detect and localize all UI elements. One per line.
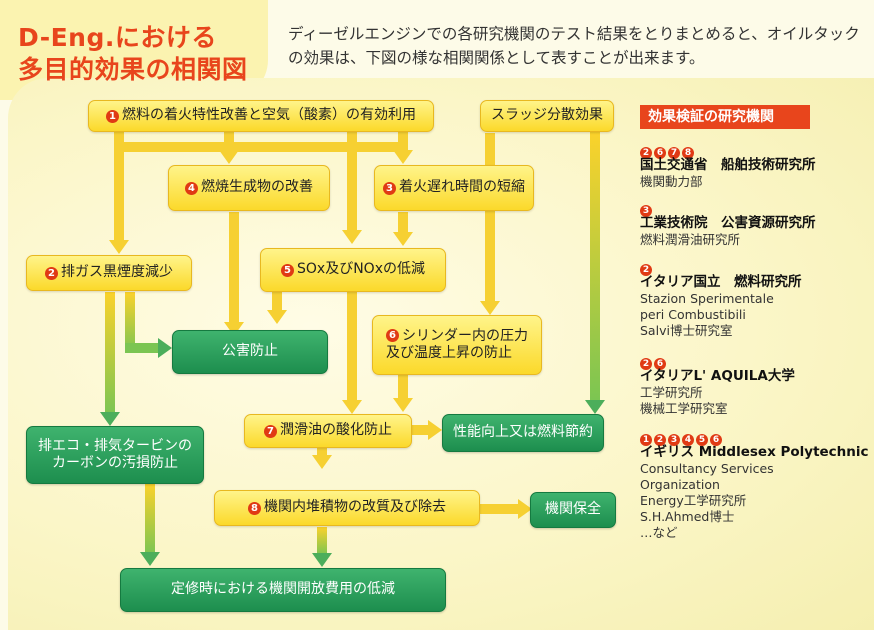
node-ignition-delay-label: 着火遅れ時間の短縮	[399, 179, 525, 196]
legend-badge: 6	[654, 357, 666, 370]
legend-title: 効果検証の研究機関	[640, 105, 810, 129]
node-turbine-carbon-label-2: カーボンの汚損防止	[52, 455, 178, 471]
intro-line-1: ディーゼルエンジンでの各研究機関のテスト結果をとりまとめると、オイルタック	[288, 25, 860, 43]
legend-institution: 国土交通省 船舶技術研究所	[640, 157, 816, 173]
node-overhaul-cost: 定修時における機関開放費用の低減	[120, 568, 446, 612]
legend-badge: 3	[668, 433, 680, 446]
legend-badge: 6	[710, 433, 722, 446]
badge-8: 8	[248, 501, 261, 515]
badge-2: 2	[45, 266, 58, 280]
legend-badge: 5	[696, 433, 708, 446]
badge-6: 6	[386, 329, 399, 342]
node-ignition-delay: 3 着火遅れ時間の短縮	[374, 165, 534, 211]
legend-detail: peri Combustibili	[640, 307, 746, 322]
node-deposit-removal-label: 機関内堆積物の改質及び除去	[264, 499, 446, 516]
legend-detail: Salvi博士研究室	[640, 323, 733, 338]
intro-line-2: の効果は、下図の様な相関関係として表すことが出来ます。	[288, 49, 705, 67]
legend-detail: 工学研究所	[640, 385, 703, 400]
node-lube-oxidation-label: 潤滑油の酸化防止	[280, 422, 392, 439]
node-fuel-ignition-label: 燃料の着火特性改善と空気（酸素）の有効利用	[122, 107, 416, 124]
legend-badge: 7	[668, 146, 680, 159]
legend-badge: 2	[654, 433, 666, 446]
node-lube-oxidation: 7 潤滑油の酸化防止	[244, 414, 412, 448]
node-performance-label: 性能向上又は燃料節約	[453, 424, 593, 441]
node-deposit-removal: 8 機関内堆積物の改質及び除去	[214, 490, 480, 526]
node-pollution-prevention: 公害防止	[172, 330, 328, 374]
legend-detail: Stazion Sperimentale	[640, 291, 774, 306]
node-sludge-dispersion-label: スラッジ分散効果	[491, 107, 603, 124]
legend-detail: Consultancy Services	[640, 461, 774, 476]
legend-badge: 2	[640, 357, 652, 370]
legend-entry: 3 工業技術院 公害資源研究所 燃料潤滑油研究所	[640, 200, 870, 248]
node-performance: 性能向上又は燃料節約	[442, 414, 604, 452]
legend-detail: 燃料潤滑油研究所	[640, 232, 741, 247]
legend-detail: 機械工学研究室	[640, 401, 728, 416]
title-line-1: D-Eng.における	[18, 23, 217, 52]
node-cylinder-pressure-label-1: シリンダー内の圧力	[402, 327, 528, 344]
legend-badge: 2	[640, 146, 652, 159]
badge-3: 3	[383, 181, 396, 195]
badge-1: 1	[106, 109, 119, 123]
legend-badge: 3	[640, 204, 652, 217]
legend-badge: 6	[654, 146, 666, 159]
node-combustion-products-label: 燃焼生成物の改善	[201, 179, 313, 196]
node-pollution-prevention-label: 公害防止	[222, 343, 278, 360]
node-smoke-reduction: 2 排ガス黒煙度減少	[26, 255, 192, 291]
badge-7: 7	[264, 424, 277, 438]
node-engine-maintenance-label: 機関保全	[545, 501, 601, 518]
title-line-2: 多目的効果の相関図	[18, 55, 248, 84]
legend-institution: イギリス Middlesex Polytechnic	[640, 444, 869, 460]
node-cylinder-pressure-label-2: 及び温度上昇の防止	[386, 345, 512, 361]
legend-entry: 2 イタリア国立 燃料研究所 Stazion Sperimentale peri…	[640, 259, 870, 339]
legend-detail: Organization	[640, 477, 720, 492]
badge-4: 4	[185, 181, 198, 195]
node-sox-nox-reduction-label: SOx及びNOxの低減	[297, 261, 425, 278]
legend-badge: 1	[640, 433, 652, 446]
node-turbine-carbon: 排エコ・排気タービンの カーボンの汚損防止	[26, 426, 204, 484]
legend-detail: S.H.Ahmed博士	[640, 509, 735, 524]
legend-detail: 機関動力部	[640, 174, 703, 189]
node-turbine-carbon-label-1: 排エコ・排気タービンの	[38, 437, 192, 454]
node-combustion-products: 4 燃焼生成物の改善	[168, 165, 330, 211]
legend-institution: 工業技術院 公害資源研究所	[640, 215, 816, 231]
node-smoke-reduction-label: 排ガス黒煙度減少	[61, 264, 173, 281]
node-overhaul-cost-label: 定修時における機関開放費用の低減	[171, 581, 395, 598]
node-fuel-ignition: 1 燃料の着火特性改善と空気（酸素）の有効利用	[88, 100, 434, 132]
badge-5: 5	[281, 263, 295, 277]
node-sludge-dispersion: スラッジ分散効果	[480, 100, 614, 132]
node-sox-nox-reduction: 5 SOx及びNOxの低減	[260, 248, 446, 292]
node-engine-maintenance: 機関保全	[530, 492, 616, 528]
legend-badge: 8	[682, 146, 694, 159]
legend-badge: 2	[640, 263, 652, 276]
legend-badge: 4	[682, 433, 694, 446]
legend-institution: イタリアL' AQUILA大学	[640, 368, 795, 384]
legend-detail: Energy工学研究所	[640, 493, 747, 508]
legend-institution: イタリア国立 燃料研究所	[640, 274, 802, 290]
legend-detail: …など	[640, 525, 678, 540]
